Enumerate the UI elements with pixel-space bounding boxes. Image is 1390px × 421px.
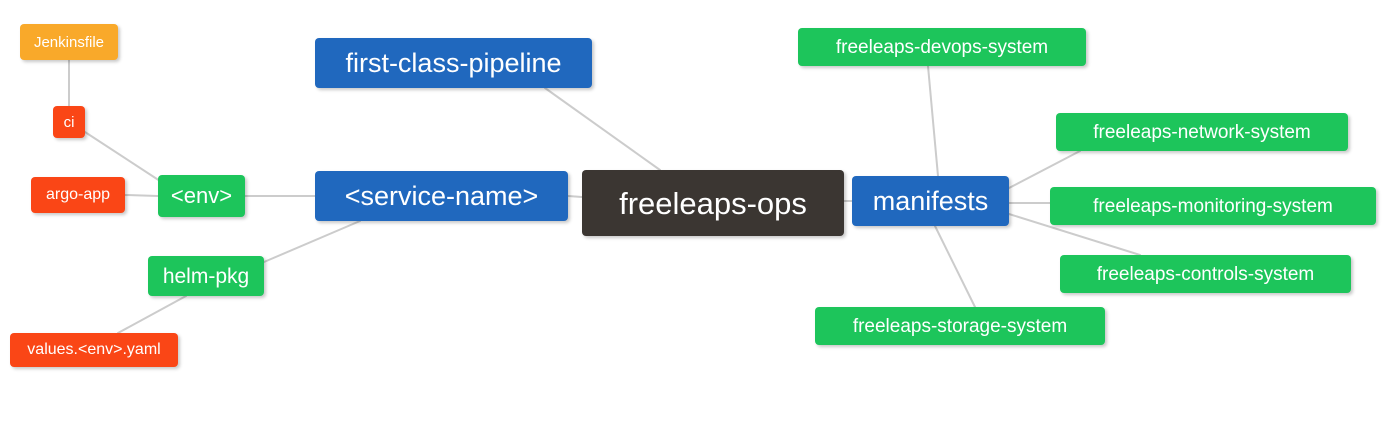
mindmap-node-first-class-pipeline[interactable]: first-class-pipeline [315,38,592,88]
mindmap-node-freeleaps-controls-system[interactable]: freeleaps-controls-system [1060,255,1351,293]
mindmap-node-freeleaps-storage-system[interactable]: freeleaps-storage-system [815,307,1105,345]
mindmap-edge-e-manifests-network [1008,150,1081,189]
mindmap-node-label-freeleaps-storage-system: freeleaps-storage-system [852,315,1068,337]
mindmap-node-freeleaps-devops-system[interactable]: freeleaps-devops-system [798,28,1086,66]
mindmap-node-label-env: <env> [170,183,233,208]
mindmap-node-label-first-class-pipeline: first-class-pipeline [345,47,562,78]
mindmap-edge-e-ci-env [84,131,161,182]
mindmap-node-label-freeleaps-monitoring-system: freeleaps-monitoring-system [1093,195,1333,217]
mindmap-node-helm-pkg[interactable]: helm-pkg [148,256,264,296]
mindmap-node-label-ci: ci [63,113,75,131]
mindmap-node-service-name[interactable]: <service-name> [315,171,568,221]
mindmap-node-label-helm-pkg: helm-pkg [162,264,250,288]
mindmap-node-manifests[interactable]: manifests [852,176,1009,226]
mindmap-node-env[interactable]: <env> [158,175,245,217]
mindmap-node-freeleaps-monitoring-system[interactable]: freeleaps-monitoring-system [1050,187,1376,225]
mindmap-node-ci[interactable]: ci [53,106,85,138]
mindmap-edge-e-pipeline-ops [544,87,661,171]
mindmap-node-label-values-yaml: values.<env>.yaml [27,341,161,358]
mindmap-node-label-freeleaps-ops: freeleaps-ops [619,185,807,221]
mindmap-edge-e-manifests-storage [934,225,976,308]
mindmap-edge-e-helmpkg-servicename [263,220,361,263]
mindmap-node-freeleaps-ops[interactable]: freeleaps-ops [582,170,844,236]
mindmap-node-label-manifests: manifests [872,185,989,216]
mindmap-node-label-freeleaps-network-system: freeleaps-network-system [1093,121,1311,143]
mindmap-node-values-yaml[interactable]: values.<env>.yaml [10,333,178,367]
mindmap-node-label-freeleaps-devops-system: freeleaps-devops-system [835,36,1049,58]
mindmap-node-jenkinsfile[interactable]: Jenkinsfile [20,24,118,60]
mindmap-edge-e-values-helmpkg [117,295,187,334]
mindmap-edge-e-servicename-ops [567,195,583,198]
mindmap-node-label-argo-app: argo-app [45,186,111,203]
mindmap-node-label-freeleaps-controls-system: freeleaps-controls-system [1096,263,1315,285]
mindmap-edge-e-argoapp-env [124,194,159,197]
mindmap-node-label-service-name: <service-name> [344,180,539,211]
mindmap-edge-e-manifests-devops [927,65,939,177]
mindmap-node-argo-app[interactable]: argo-app [31,177,125,213]
mindmap-node-label-jenkinsfile: Jenkinsfile [33,33,105,51]
mindmap-node-freeleaps-network-system[interactable]: freeleaps-network-system [1056,113,1348,151]
